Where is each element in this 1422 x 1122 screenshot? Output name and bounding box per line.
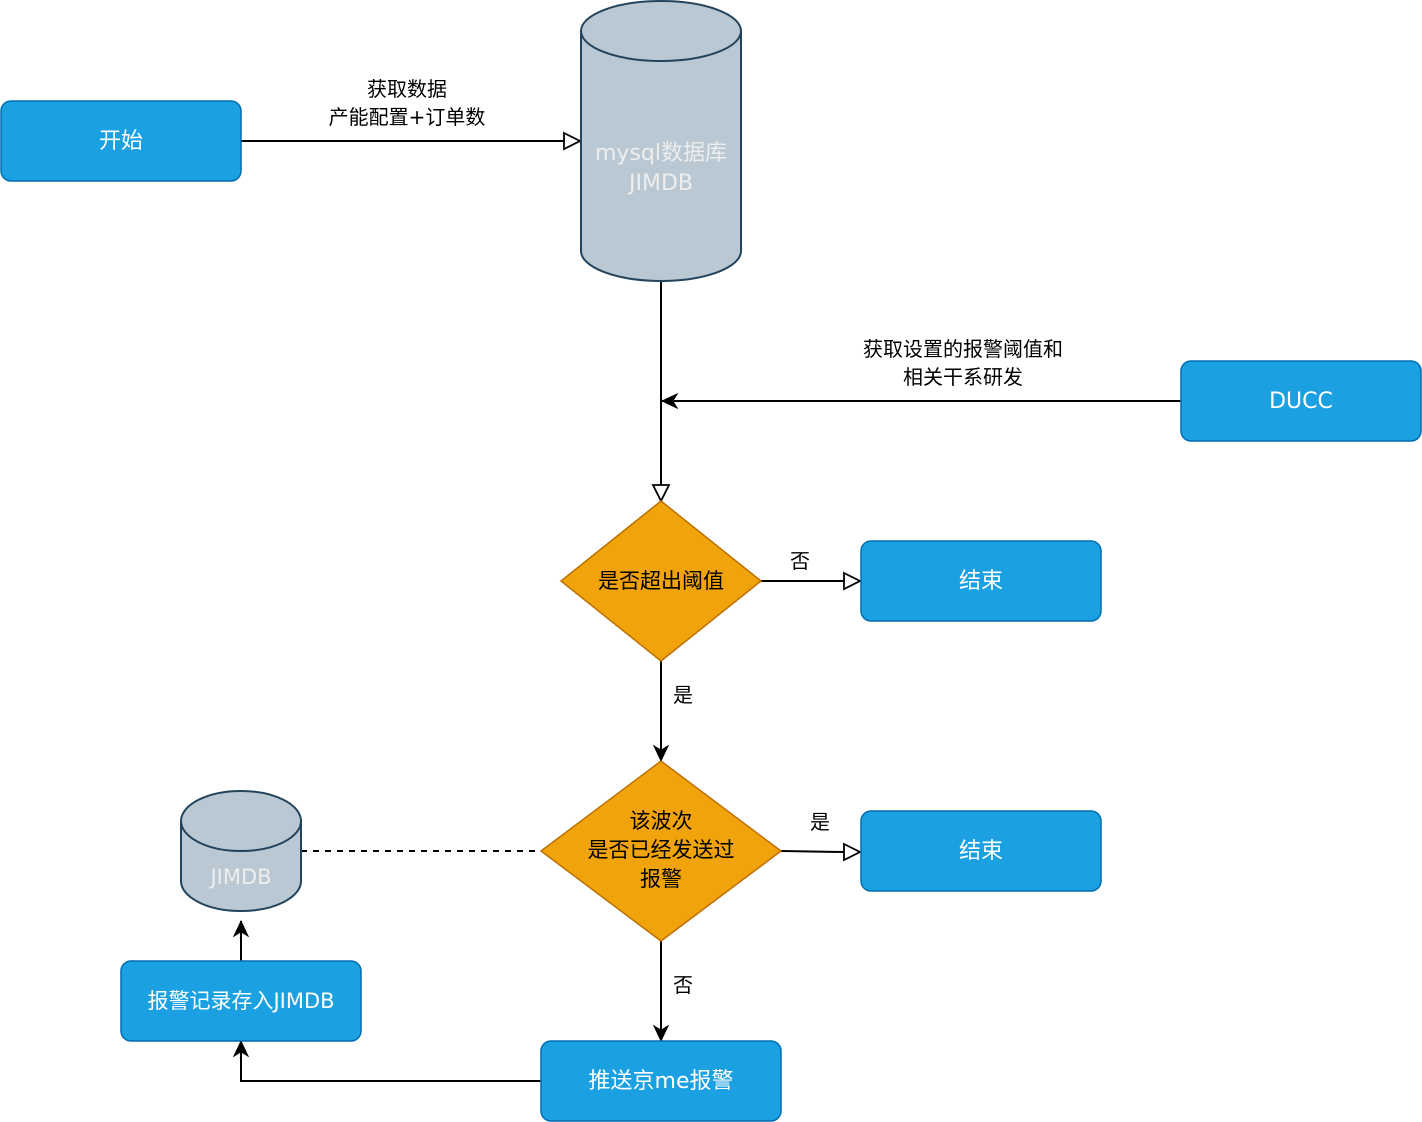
edge-label-sent-no: 否 (673, 973, 693, 997)
node-save-record-label: 报警记录存入JIMDB (147, 989, 334, 1013)
node-decision-threshold-label: 是否超出阈值 (598, 569, 724, 593)
node-ducc-label: DUCC (1269, 389, 1333, 414)
node-push-alert[interactable]: 推送京me报警 (540, 1040, 782, 1122)
edge-label-threshold-no: 否 (790, 549, 810, 573)
edge-label-ducc-line2: 相关干系研发 (903, 365, 1023, 389)
node-jimdb-label: JIMDB (208, 865, 271, 889)
edge-label-ducc-line1: 获取设置的报警阈值和 (863, 337, 1063, 361)
node-ducc[interactable]: DUCC (1180, 360, 1422, 442)
node-end-1[interactable]: 结束 (860, 540, 1102, 622)
node-end-2-label: 结束 (959, 839, 1003, 864)
node-mysql-db-label-line1: mysql数据库 (595, 141, 727, 166)
node-mysql-db[interactable]: mysql数据库 JIMDB (580, 0, 742, 282)
node-decision-sent[interactable]: 该波次 是否已经发送过 报警 (539, 760, 783, 942)
node-decision-sent-label-line3: 报警 (640, 867, 682, 891)
node-start-label: 开始 (99, 129, 143, 154)
node-decision-threshold[interactable]: 是否超出阈值 (559, 500, 763, 662)
node-start[interactable]: 开始 (0, 100, 242, 182)
node-end-2[interactable]: 结束 (860, 810, 1102, 892)
node-save-record[interactable]: 报警记录存入JIMDB (120, 960, 362, 1042)
edge-label-sent-yes: 是 (810, 810, 830, 834)
edge-push-to-save (241, 1041, 541, 1082)
edge-label-threshold-yes: 是 (673, 683, 693, 707)
node-jimdb[interactable]: JIMDB (180, 790, 302, 912)
node-push-alert-label: 推送京me报警 (589, 1069, 734, 1094)
node-decision-sent-label-line2: 是否已经发送过 (588, 838, 735, 862)
edge-sent-yes (780, 851, 860, 852)
edge-label-start-to-db-line2: 产能配置+订单数 (329, 105, 486, 129)
node-end-1-label: 结束 (959, 569, 1003, 594)
edge-label-start-to-db-line1: 获取数据 (367, 77, 447, 101)
node-decision-sent-label-line1: 该波次 (630, 809, 693, 833)
node-mysql-db-label-line2: JIMDB (627, 171, 693, 196)
